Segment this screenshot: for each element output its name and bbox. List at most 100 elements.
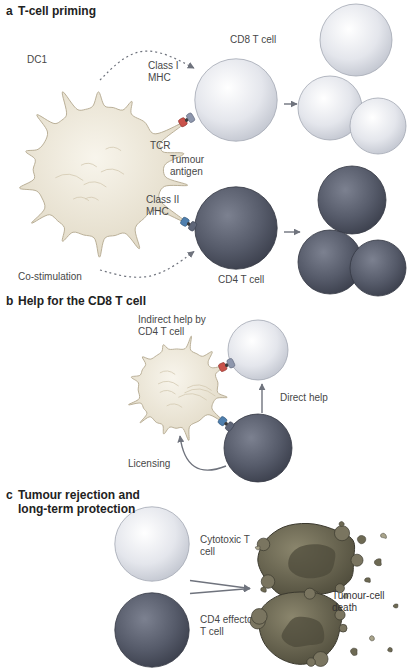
membrane-bleb	[351, 554, 363, 566]
cell-fold	[160, 390, 176, 394]
expansion-arrow	[284, 103, 297, 104]
cd4-effector-t-cell-shape	[114, 592, 190, 668]
dendritic-cell-shape	[12, 80, 188, 270]
cytotoxic-t-cell-shape	[114, 506, 190, 582]
cell-fold	[178, 394, 206, 400]
cell-debris	[370, 636, 375, 641]
cell-label: Cytotoxic T cell	[200, 534, 252, 558]
membrane-bleb	[261, 575, 275, 589]
membrane-bleb	[339, 624, 347, 632]
tumour-cell-body	[259, 592, 342, 664]
cell-fold	[101, 169, 124, 174]
cell-debris	[261, 587, 267, 592]
tcr	[225, 421, 235, 432]
tumour-antigen	[184, 118, 189, 123]
cell-debris	[393, 604, 398, 608]
killing-connector	[190, 580, 250, 588]
panel-letter: a	[6, 4, 20, 18]
molecule-label: Class I MHC	[148, 60, 186, 84]
cell-debris	[365, 578, 371, 583]
t-cell-outline	[195, 187, 277, 269]
cell-debris	[350, 648, 357, 655]
mhc-class-i	[178, 117, 188, 127]
mhc-class-ii-pair	[180, 216, 198, 232]
panel-title: Tumour rejection and long-term protectio…	[18, 488, 168, 516]
dendritic-cell-outline	[20, 92, 188, 257]
membrane-bleb	[307, 658, 316, 667]
membrane-bleb	[304, 588, 315, 599]
cell-fold	[81, 163, 97, 167]
cell-debris	[388, 648, 393, 652]
cd4-t-cell-b	[224, 414, 292, 482]
cytotoxic-t-cell: Cytotoxic T cell	[114, 506, 190, 582]
expansion-arrow	[284, 231, 300, 232]
cell-debris	[339, 521, 344, 526]
membrane-bleb	[251, 609, 267, 625]
cd8-t-cell-b	[228, 320, 288, 380]
process-label: Licensing	[128, 458, 188, 470]
molecule-label: Tumour antigen	[170, 154, 214, 178]
cell-fold	[85, 197, 99, 200]
priming-connector	[100, 252, 194, 278]
cd8-t-cell-shape	[194, 58, 278, 142]
cell-debris	[357, 535, 365, 543]
tumour-cell-body	[258, 523, 355, 596]
cd8-t-cell: CD8 T cell	[194, 58, 278, 142]
cell-label: CD4 T cell	[218, 274, 288, 286]
cell-debris	[381, 533, 387, 538]
cd4-t-cell: CD4 T cell	[194, 186, 278, 270]
fragmented-nucleus	[282, 617, 325, 647]
tcr	[188, 221, 198, 232]
tumour-antigen	[224, 421, 229, 426]
cell-debris	[255, 546, 260, 550]
mhc-class-ii-pair	[217, 415, 235, 432]
dendritic-cell-b	[129, 336, 228, 440]
cell-fold	[184, 389, 215, 396]
cell-label: DC1	[27, 54, 67, 66]
cell-debris	[374, 559, 381, 566]
membrane-bleb	[334, 526, 349, 541]
tumour-antigen	[186, 222, 191, 227]
cd4-daughter-cell	[318, 166, 386, 234]
connector-label: Co-stimulation	[18, 271, 98, 283]
cell-label: Tumour-cell death	[332, 590, 396, 614]
cd4-effector-t-cell: CD4 effector T cell	[114, 592, 190, 668]
mhc-class-ii	[217, 416, 227, 427]
cell-fold	[106, 147, 121, 151]
t-cell-outline	[115, 507, 189, 581]
cell-fold	[55, 174, 83, 180]
tcr	[226, 358, 235, 369]
mhc-class-i	[218, 362, 228, 372]
tcr	[186, 112, 196, 123]
process-label: Indirect help by CD4 T cell	[138, 314, 206, 338]
panel-letter: b	[6, 294, 20, 308]
fragmented-nucleus	[288, 544, 335, 578]
licensing-arrow	[180, 436, 226, 470]
priming-connector	[100, 51, 194, 80]
molecule-label: Class II MHC	[146, 194, 188, 218]
dendritic-cell: DC1	[12, 80, 188, 270]
cell-fold	[73, 197, 89, 201]
t-cell-outline	[195, 59, 277, 141]
cell-fold	[167, 404, 183, 408]
mhc-class-ii	[180, 217, 190, 227]
cell-fold	[158, 381, 179, 386]
cell-label: CD8 T cell	[230, 34, 300, 46]
cd4-t-cell-shape	[194, 186, 278, 270]
panel-letter: c	[6, 488, 20, 502]
dying-tumour-cells: Tumour-cell death	[250, 518, 405, 668]
dendritic-cell-outline	[129, 336, 228, 440]
membrane-bleb	[313, 652, 328, 667]
panel-title: Help for the CD8 T cell	[18, 294, 218, 308]
cd8-daughter-cell	[320, 4, 392, 76]
panel-title: T-cell priming	[18, 4, 168, 18]
tumour-antigen	[224, 363, 229, 368]
cd8-daughter-cell	[350, 98, 406, 154]
molecule-label: TCR	[150, 140, 180, 152]
mhc-class-i-pair	[218, 358, 236, 373]
cell-fold	[84, 182, 107, 187]
killing-connector	[190, 589, 250, 594]
